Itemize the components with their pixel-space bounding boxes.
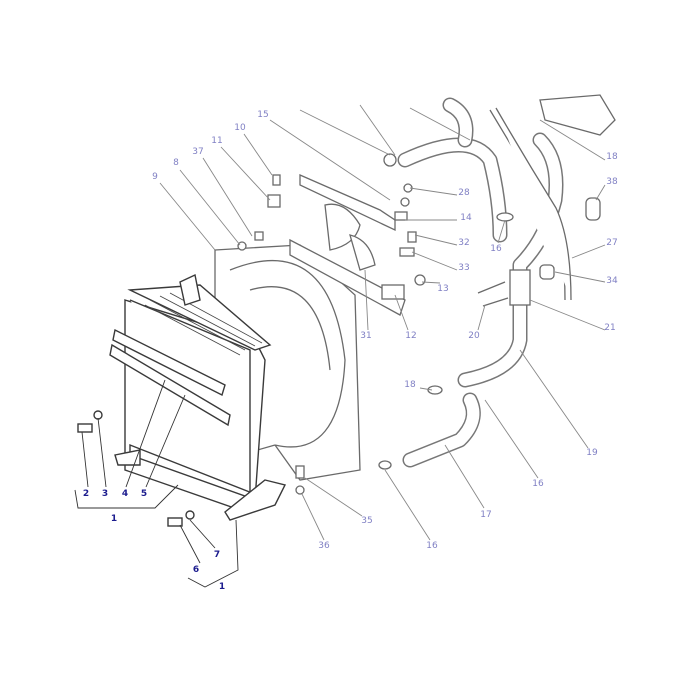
callout-5: 5 <box>140 489 148 499</box>
callout-6: 6 <box>192 565 200 575</box>
callout-10: 10 <box>234 123 246 133</box>
callout-16: 16 <box>490 244 502 254</box>
callout-1: 1 <box>110 514 118 524</box>
leader-lines <box>74 104 606 588</box>
callout-15: 15 <box>257 110 269 120</box>
callout-2: 2 <box>82 489 90 499</box>
callout-7: 7 <box>213 550 221 560</box>
callout-28: 28 <box>458 188 470 198</box>
callout-4: 4 <box>121 489 129 499</box>
callout-13: 13 <box>437 284 449 294</box>
hoses <box>397 94 616 468</box>
callout-35: 35 <box>361 516 373 526</box>
radiator <box>109 273 287 521</box>
callout-1: 1 <box>218 582 226 592</box>
callout-3: 3 <box>101 489 109 499</box>
callout-12: 12 <box>405 331 417 341</box>
bracket-plate <box>267 174 406 316</box>
callout-18: 18 <box>404 380 416 390</box>
callout-16: 16 <box>532 479 544 489</box>
callout-20: 20 <box>468 331 480 341</box>
callout-9: 9 <box>152 172 158 182</box>
callout-34: 34 <box>606 276 618 286</box>
callout-31: 31 <box>360 331 372 341</box>
callout-38: 38 <box>606 177 618 187</box>
callout-37: 37 <box>192 147 204 157</box>
callout-18: 18 <box>606 152 618 162</box>
callout-32: 32 <box>458 238 470 248</box>
callout-33: 33 <box>458 263 470 273</box>
callout-21: 21 <box>604 323 616 333</box>
callout-8: 8 <box>173 158 179 168</box>
callout-27: 27 <box>606 238 618 248</box>
callout-36: 36 <box>318 541 330 551</box>
callout-17: 17 <box>480 510 492 520</box>
callout-14: 14 <box>460 213 472 223</box>
callout-11: 11 <box>211 136 223 146</box>
callout-16: 16 <box>426 541 438 551</box>
fasteners <box>77 153 601 527</box>
callout-19: 19 <box>586 448 598 458</box>
